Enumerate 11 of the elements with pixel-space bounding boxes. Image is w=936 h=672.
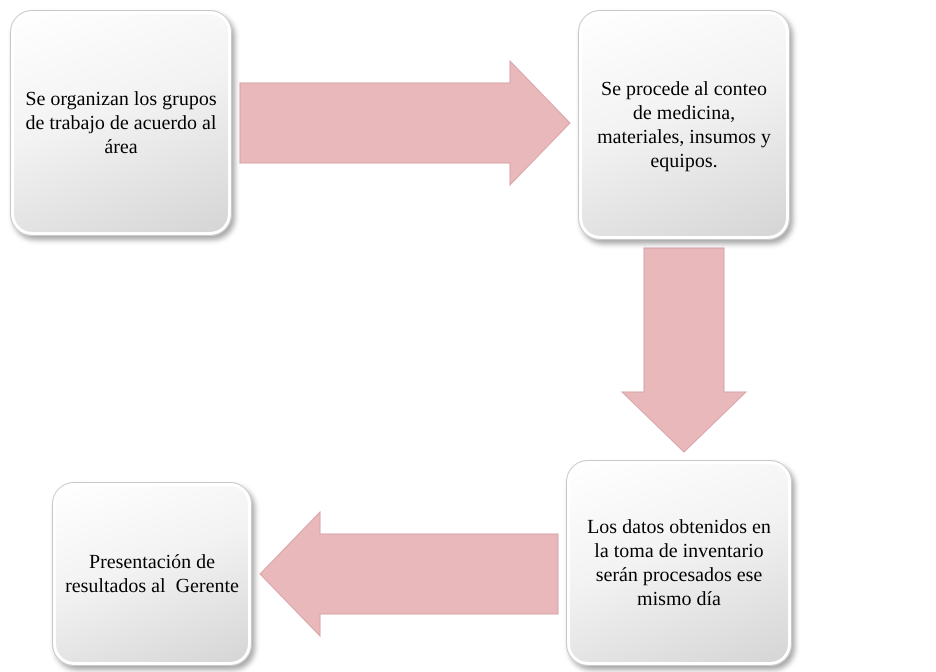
process-box xyxy=(566,460,792,666)
step-text: Presentación de resultados al Gerente xyxy=(65,550,239,598)
step-text: Los datos obtenidos en la toma de inventario serán procesados ese mismo día xyxy=(586,515,772,611)
step-text: Se procede al conteo de medicina, materiales, insumos y equipos. xyxy=(596,77,772,173)
block-arrow xyxy=(240,60,571,186)
block-arrow xyxy=(259,510,558,638)
step-text: Se organizan los grupos de trabajo de acuerdo al área xyxy=(24,87,218,159)
process-box xyxy=(10,10,232,236)
block-arrow xyxy=(620,248,748,453)
process-box xyxy=(52,482,252,666)
process-box xyxy=(578,10,790,240)
